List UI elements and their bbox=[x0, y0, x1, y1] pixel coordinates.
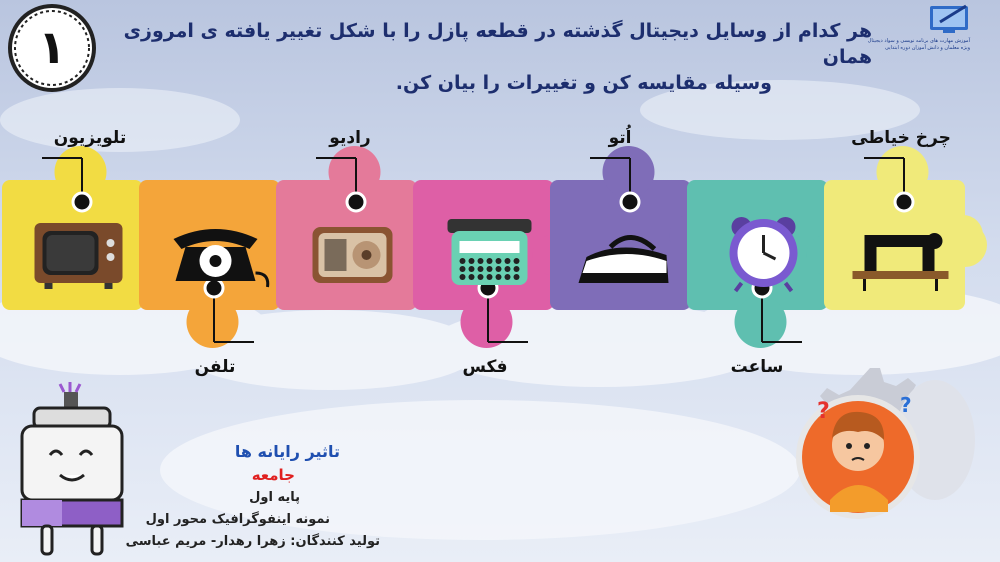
label-clock: ساعت bbox=[730, 357, 784, 377]
rotary-phone-icon bbox=[173, 229, 270, 288]
radio-icon bbox=[312, 227, 393, 283]
label-fax: فکس bbox=[462, 357, 508, 377]
sewing-machine-icon bbox=[852, 233, 949, 291]
connector-dot bbox=[71, 191, 93, 213]
typewriter-icon bbox=[447, 219, 532, 285]
question-text: هر کدام از وسایل دیجیتال گذشته در قطعه پ… bbox=[112, 18, 872, 96]
label-radio: رادیو bbox=[329, 128, 371, 148]
topic-title: تاثیر رایانه ها bbox=[234, 442, 340, 461]
alarm-clock-icon bbox=[729, 217, 798, 293]
label-iron: اُتو bbox=[608, 128, 632, 148]
question-line-2: وسیله مقایسه کن و تغییرات را بیان کن. bbox=[395, 72, 772, 94]
thinking-boy-badge: ? ? bbox=[796, 368, 975, 519]
slide-number: ۱ bbox=[37, 20, 67, 74]
puzzle-strip bbox=[2, 146, 987, 348]
topic-subtitle: جامعه bbox=[251, 466, 295, 484]
connector-dot bbox=[203, 277, 225, 299]
clouds bbox=[0, 80, 1000, 540]
iron-icon bbox=[578, 235, 669, 283]
logo-caption-line2: ویژه معلمان و دانش آموزان دوره ابتدایی bbox=[884, 45, 970, 51]
television-icon bbox=[34, 223, 123, 289]
connector-dot bbox=[619, 191, 641, 213]
description-text: نمونه اینفوگرافیک محور اول bbox=[145, 512, 330, 527]
logo bbox=[930, 4, 968, 33]
label-television: تلویزیون bbox=[53, 128, 127, 148]
grade-text: پایه اول bbox=[249, 490, 300, 505]
producers-text: تولید کنندگان: زهرا رهدار- مریم عباسی bbox=[125, 534, 380, 549]
question-line-1: هر کدام از وسایل دیجیتال گذشته در قطعه پ… bbox=[123, 20, 872, 68]
connector-dot bbox=[345, 191, 367, 213]
connector-dot bbox=[893, 191, 915, 213]
puzzle-piece-3 bbox=[276, 146, 435, 310]
label-sewing-machine: چرخ خیاطی bbox=[851, 128, 951, 148]
logo-caption-line1: آموزش مهارت های برنامه نویسی و سواد دیجی… bbox=[867, 38, 970, 44]
plug-mascot bbox=[20, 382, 124, 556]
label-telephone: تلفن bbox=[194, 357, 236, 377]
svg-text:?: ? bbox=[817, 399, 830, 424]
number-badge bbox=[8, 4, 96, 92]
puzzle-piece-1 bbox=[2, 146, 161, 310]
puzzle-piece-5 bbox=[550, 146, 709, 310]
svg-text:?: ? bbox=[900, 393, 912, 417]
